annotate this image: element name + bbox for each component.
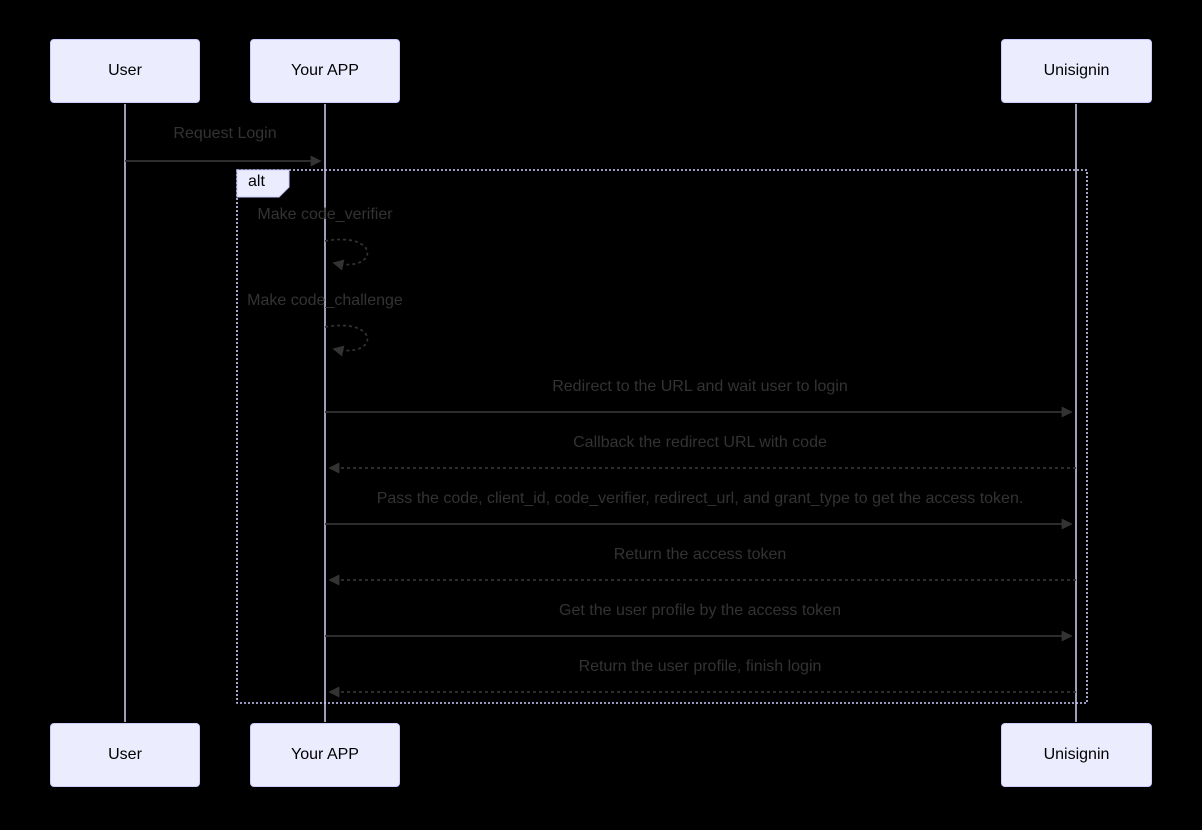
participant-your-app-label: Your APP — [291, 62, 359, 79]
participant-unisignin-label: Unisignin — [1043, 746, 1110, 763]
participant-unisignin-bottom: Unisignin — [1001, 723, 1152, 787]
participant-unisignin-top: Unisignin — [1001, 39, 1152, 103]
message-return-access-token: Return the access token — [613, 546, 787, 563]
message-make-code-challenge: Make code_challenge — [247, 292, 403, 309]
participant-your-app-top: Your APP — [250, 39, 400, 103]
alt-label: alt — [248, 173, 265, 190]
participant-your-app-bottom: Your APP — [250, 723, 400, 787]
self-loop-make-code-challenge — [324, 324, 369, 357]
participant-your-app-label: Your APP — [291, 746, 359, 763]
participant-user-bottom: User — [50, 723, 200, 787]
message-get-user-profile: Get the user profile by the access token — [559, 602, 841, 619]
message-return-user-profile: Return the user profile, finish login — [578, 658, 822, 675]
alt-label-shape — [236, 169, 290, 198]
self-loop-make-code-verifier — [324, 238, 369, 271]
message-make-code-verifier: Make code_verifier — [257, 206, 393, 223]
participant-user-label: User — [108, 746, 142, 763]
message-pass-code: Pass the code, client_id, code_verifier,… — [376, 490, 1024, 507]
message-request-login: Request Login — [173, 125, 277, 142]
message-callback-redirect-url: Callback the redirect URL with code — [573, 434, 827, 451]
participant-user-top: User — [50, 39, 200, 103]
alt-frame — [236, 169, 1088, 704]
participant-unisignin-label: Unisignin — [1043, 62, 1110, 79]
participant-user-label: User — [108, 62, 142, 79]
message-redirect-to-url: Redirect to the URL and wait user to log… — [552, 378, 848, 395]
